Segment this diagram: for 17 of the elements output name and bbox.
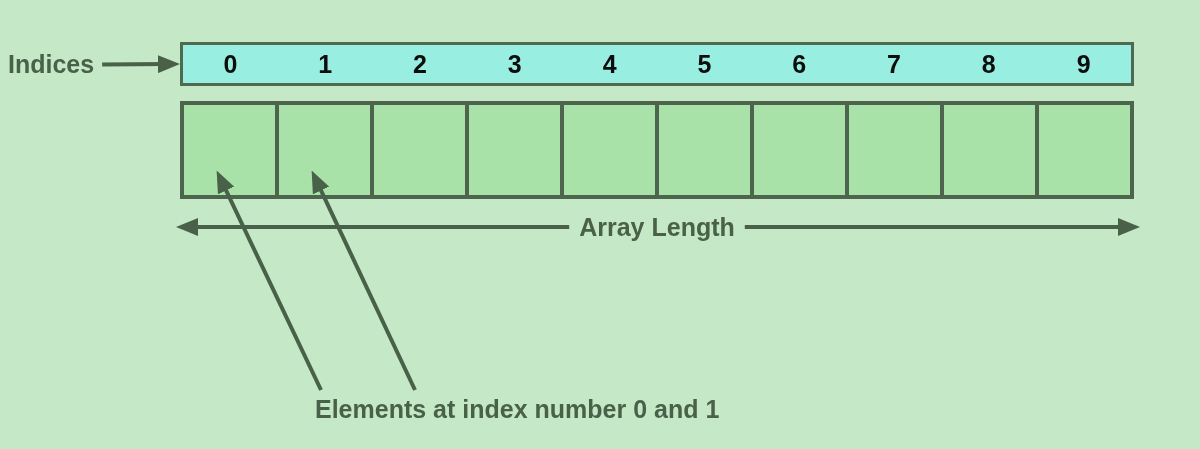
index-number: 5 <box>697 51 712 77</box>
leader-line <box>309 169 417 391</box>
leader-line <box>214 169 323 391</box>
index-number: 8 <box>981 51 996 77</box>
index-number: 1 <box>318 51 333 77</box>
index-number: 0 <box>223 51 238 77</box>
indices-label: Indices <box>8 52 95 77</box>
index-number: 6 <box>792 51 807 77</box>
index-number: 7 <box>887 51 901 77</box>
dimension-label: Array Length <box>579 214 735 240</box>
index-bar <box>180 42 1134 86</box>
index-number: 9 <box>1076 51 1091 77</box>
index-number: 3 <box>507 51 522 77</box>
index-number: 2 <box>413 51 427 77</box>
index-number: 4 <box>602 51 617 77</box>
annotation-text: Elements at index number 0 and 1 <box>315 397 720 422</box>
arrow <box>102 55 180 74</box>
